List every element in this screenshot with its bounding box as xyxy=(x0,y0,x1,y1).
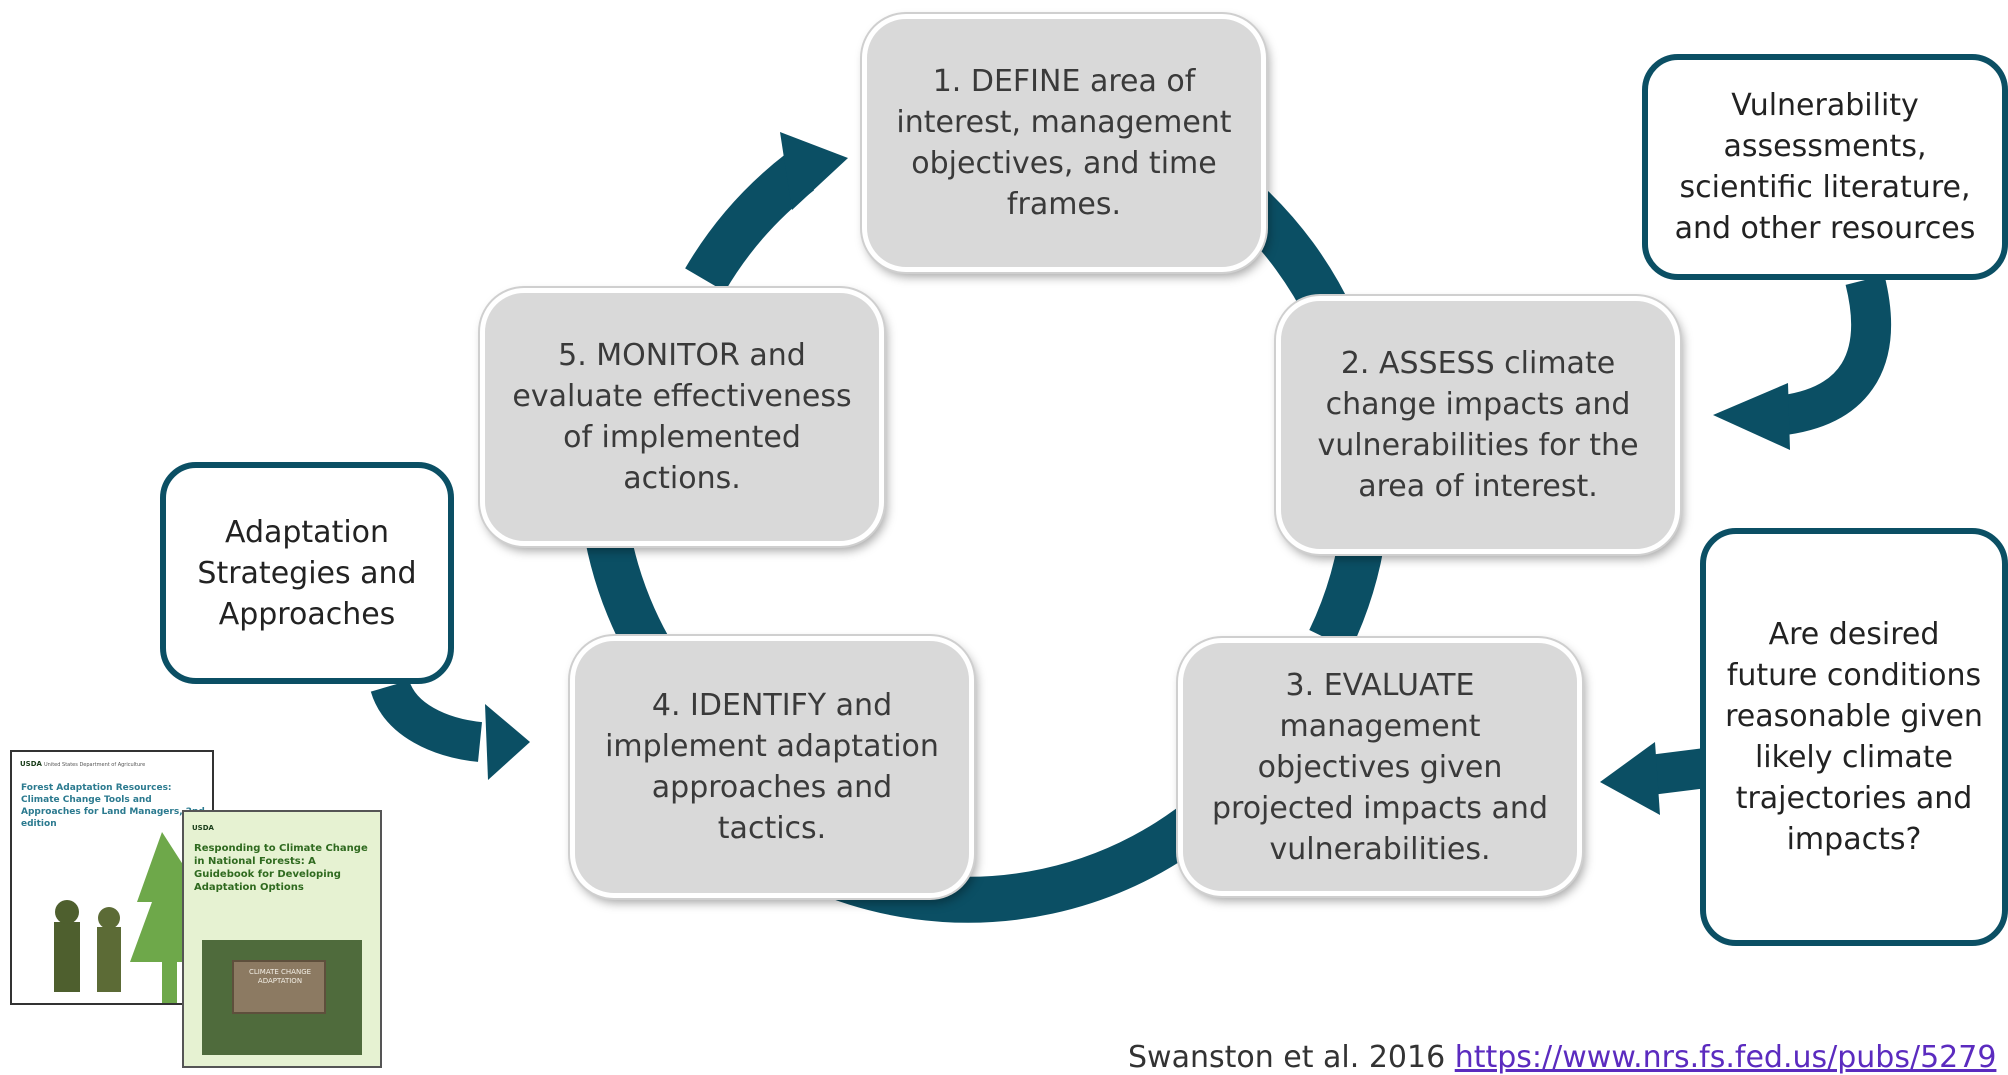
question-arrow xyxy=(1600,742,1709,815)
resources-box: Vulnerability assessments, scientific li… xyxy=(1642,54,2008,280)
step-identify-text: 4. IDENTIFY and implement adaptation app… xyxy=(605,688,939,846)
step-evaluate-box: 3. EVALUATE management objectives given … xyxy=(1178,638,1582,896)
cover2-photo: CLIMATE CHANGE ADAPTATION xyxy=(202,940,362,1055)
step-identify-box: 4. IDENTIFY and implement adaptation app… xyxy=(570,636,974,898)
strategies-arrow xyxy=(370,678,530,780)
cover2-sign xyxy=(232,960,326,1014)
strategies-text: Adaptation Strategies and Approaches xyxy=(197,514,417,632)
step-monitor-box: 5. MONITOR and evaluate effectiveness of… xyxy=(480,288,884,546)
citation: Swanston et al. 2016 https://www.nrs.fs.… xyxy=(1128,1040,1996,1075)
citation-text: Swanston et al. 2016 xyxy=(1128,1040,1455,1075)
step-define-box: 1. DEFINE area of interest, management o… xyxy=(862,14,1266,272)
responding-to-climate-change-cover: USDA Responding to Climate Change in Nat… xyxy=(182,810,382,1068)
cover1-header: United States Department of Agriculture xyxy=(44,762,146,768)
cover2-sign-text: CLIMATE CHANGE ADAPTATION xyxy=(248,968,312,985)
cover1-title: Forest Adaptation Resources: Climate Cha… xyxy=(21,783,205,829)
question-text: Are desired future conditions reasonable… xyxy=(1725,617,1983,857)
cover1-agency: USDA xyxy=(20,760,42,768)
citation-link[interactable]: https://www.nrs.fs.fed.us/pubs/5279 xyxy=(1454,1040,1997,1075)
strategies-box: Adaptation Strategies and Approaches xyxy=(160,462,454,684)
cycle-arrowhead-icon xyxy=(780,132,848,210)
cover2-agency: USDA xyxy=(192,824,214,832)
step-evaluate-text: 3. EVALUATE management objectives given … xyxy=(1211,667,1548,867)
step-assess-text: 2. ASSESS climate change impacts and vul… xyxy=(1317,346,1639,504)
question-box: Are desired future conditions reasonable… xyxy=(1700,528,2008,946)
forest-adaptation-resources-cover: USDA United States Department of Agricul… xyxy=(10,750,214,1005)
resources-text: Vulnerability assessments, scientific li… xyxy=(1674,88,1976,246)
resources-arrow xyxy=(1713,275,1892,450)
cover2-title: Responding to Climate Change in National… xyxy=(194,843,368,893)
step-monitor-text: 5. MONITOR and evaluate effectiveness of… xyxy=(512,338,852,496)
step-assess-box: 2. ASSESS climate change impacts and vul… xyxy=(1276,296,1680,554)
step-define-text: 1. DEFINE area of interest, management o… xyxy=(896,64,1232,222)
